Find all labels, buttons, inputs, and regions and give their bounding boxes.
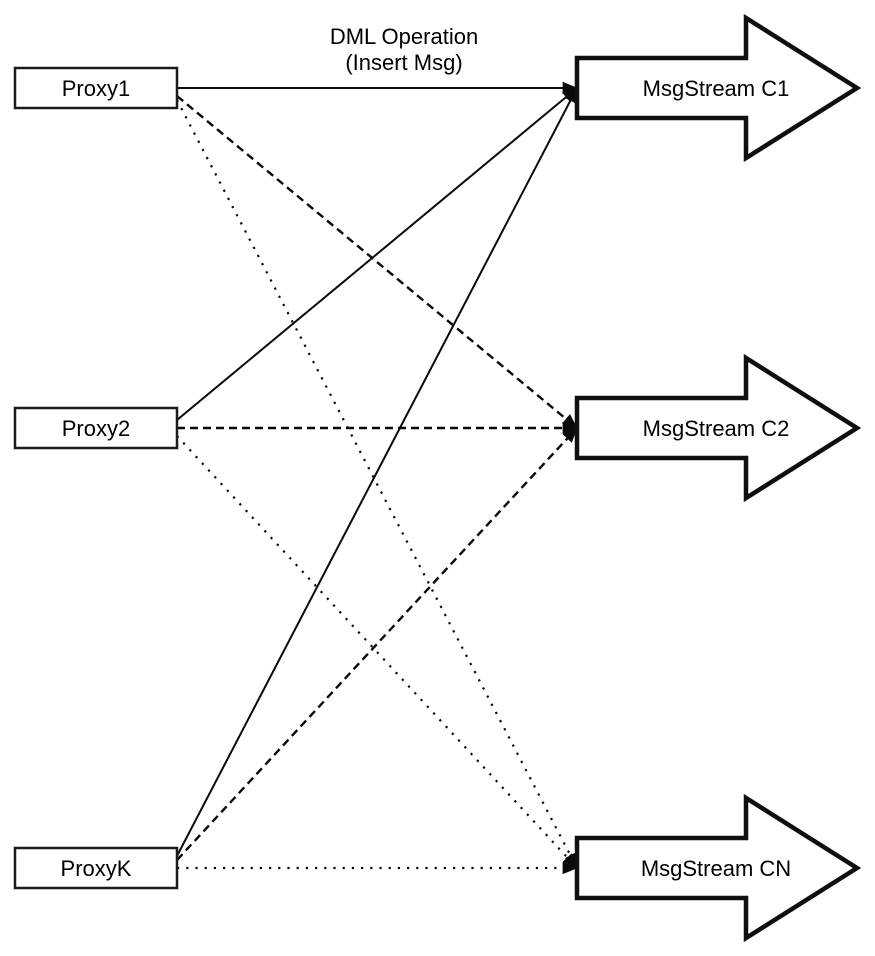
node-msgstream-c1: MsgStream C1: [574, 13, 862, 163]
edge-proxy2-c1: [176, 87, 578, 421]
edge-proxyk-c1: [176, 87, 578, 857]
edge-proxyk-c2: [176, 427, 578, 861]
edge-proxy2-cn: [176, 435, 578, 869]
node-proxy1: Proxy1: [13, 66, 179, 110]
node-proxy2: Proxy2: [13, 406, 179, 450]
node-msgstream-cn: MsgStream CN: [574, 793, 862, 943]
proxy1-label: Proxy1: [62, 76, 130, 101]
diagram-title-line2: (Insert Msg): [345, 50, 462, 75]
edges-layer: [176, 81, 578, 875]
msgstream-cn-arrow-shape: [574, 793, 862, 943]
proxy2-label: Proxy2: [62, 416, 130, 441]
proxyk-box: [13, 846, 179, 890]
msgstream-cn-label: MsgStream CN: [641, 856, 791, 881]
proxy2-box: [13, 406, 179, 450]
edge-proxy1-c2: [176, 95, 578, 429]
node-proxyk: ProxyK: [13, 846, 179, 890]
proxyk-label: ProxyK: [61, 856, 132, 881]
msgstream-c1-label: MsgStream C1: [643, 76, 790, 101]
proxy1-box: [13, 66, 179, 110]
node-msgstream-c2: MsgStream C2: [574, 353, 862, 503]
diagram-title-line1: DML Operation: [330, 24, 478, 49]
msgstream-c1-arrow-shape: [574, 13, 862, 163]
edge-proxy1-cn: [176, 99, 578, 869]
msgstream-c2-label: MsgStream C2: [643, 416, 790, 441]
msgstream-c2-arrow-shape: [574, 353, 862, 503]
